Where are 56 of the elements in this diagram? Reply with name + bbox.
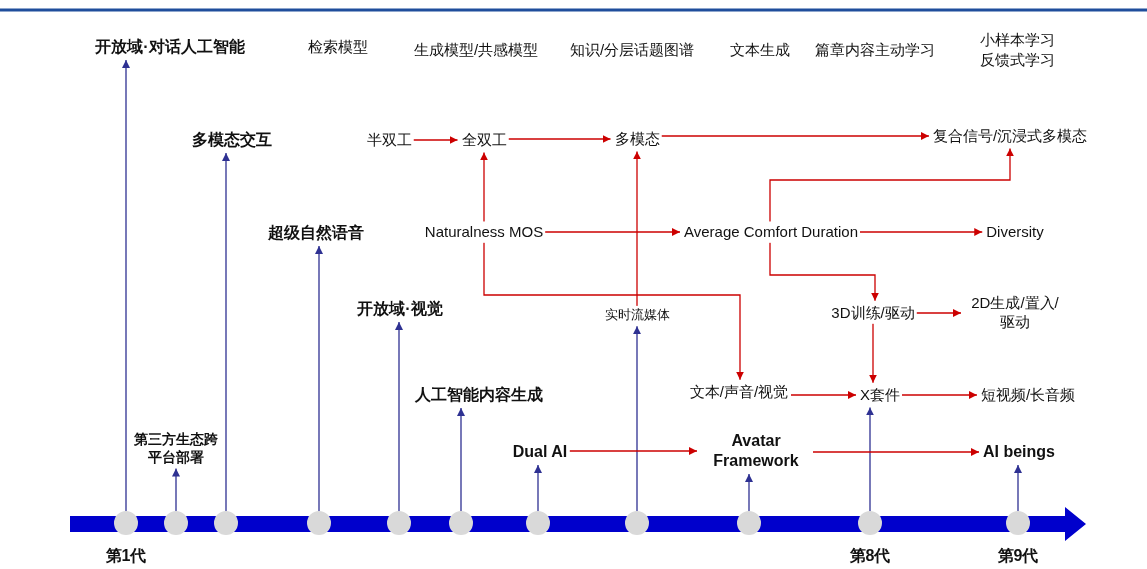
timeline-dot xyxy=(737,511,761,535)
arrow xyxy=(172,467,180,512)
arrow xyxy=(812,448,980,456)
topic-label: 反馈式学习 xyxy=(979,50,1055,70)
milestone-label: 开放域·视觉 xyxy=(355,298,445,320)
milestone-label: 超级自然语音 xyxy=(266,222,366,244)
timeline-dot xyxy=(214,511,238,535)
topic-label: 检索模型 xyxy=(308,37,368,57)
milestone-label: 人工智能内容生成 xyxy=(413,384,545,406)
arrow xyxy=(869,322,877,384)
generation-label: 第1代 xyxy=(105,545,147,566)
milestone-label: 多模态交互 xyxy=(190,129,274,151)
timeline-dot xyxy=(449,511,473,535)
arrow xyxy=(916,309,962,317)
milestone-label: 第三方生态跨平台部署 xyxy=(132,429,220,467)
topic-label: 篇章内容主动学习 xyxy=(815,40,935,60)
timeline-dot xyxy=(625,511,649,535)
arrow xyxy=(480,151,488,223)
technology-label: 短视频/长音频 xyxy=(978,384,1078,406)
arrow xyxy=(1014,464,1022,512)
arrow xyxy=(769,241,879,302)
arrow xyxy=(568,447,698,455)
arrow xyxy=(660,132,930,140)
generation-label: 第9代 xyxy=(997,545,1039,566)
milestone-label: 开放域·对话人工智能 xyxy=(93,36,247,58)
timeline-dot xyxy=(858,511,882,535)
generation-label: 第8代 xyxy=(849,545,891,566)
arrow xyxy=(769,147,1014,223)
timeline-dot xyxy=(387,511,411,535)
arrow xyxy=(901,391,978,399)
topic-label: 生成模型/共感模型 xyxy=(413,40,539,60)
arrow xyxy=(483,241,744,381)
timeline-dot xyxy=(1006,511,1030,535)
technology-label: 复合信号/沉浸式多模态 xyxy=(930,125,1090,147)
arrow xyxy=(633,325,641,512)
timeline-dot xyxy=(114,511,138,535)
arrow xyxy=(395,321,403,512)
topic-label: 知识/分层话题图谱 xyxy=(569,40,695,60)
arrow xyxy=(534,464,542,512)
arrow xyxy=(122,59,130,512)
arrow xyxy=(790,391,857,399)
arrow xyxy=(457,407,465,512)
arrow xyxy=(222,152,230,512)
arrow xyxy=(315,245,323,512)
arrow xyxy=(745,473,753,512)
arrow xyxy=(507,135,612,143)
topic-label: 小样本学习 xyxy=(979,30,1055,50)
timeline-dot xyxy=(307,511,331,535)
arrow xyxy=(412,136,459,144)
timeline-dot xyxy=(526,511,550,535)
arrow xyxy=(544,228,681,236)
arrow xyxy=(859,228,983,236)
arrow xyxy=(866,406,874,512)
arrow xyxy=(633,150,641,307)
topic-label: 文本生成 xyxy=(730,40,790,60)
timeline-dot xyxy=(164,511,188,535)
